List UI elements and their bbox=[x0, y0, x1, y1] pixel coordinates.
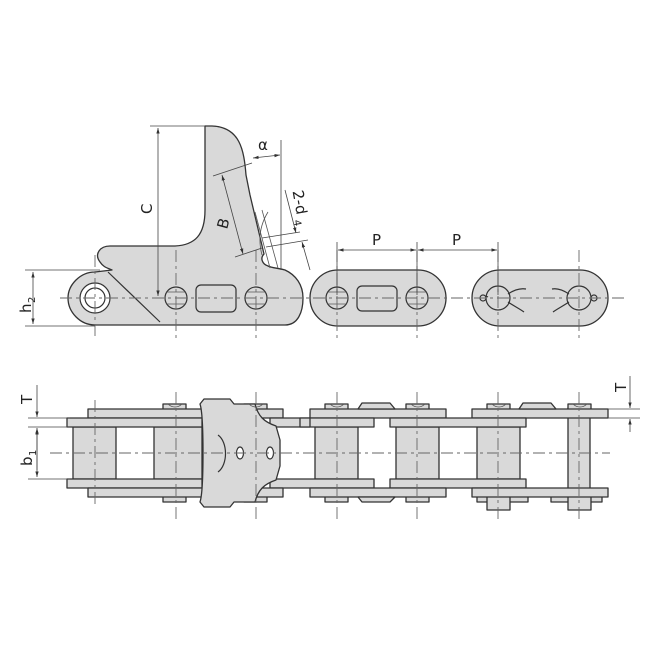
svg-text:b: b bbox=[18, 456, 36, 466]
label-alpha: α bbox=[258, 136, 268, 154]
label-P1: P bbox=[372, 231, 381, 249]
label-2-d4: 2-d 4 bbox=[289, 189, 311, 227]
label-C: C bbox=[138, 204, 156, 214]
side-view: C B α 2-d 4 P P h 2 bbox=[17, 125, 625, 340]
svg-text:2: 2 bbox=[27, 297, 38, 303]
top-view: T b 1 T bbox=[18, 376, 640, 520]
label-T-left: T bbox=[18, 394, 36, 405]
inner-plate bbox=[66, 417, 203, 428]
svg-text:1: 1 bbox=[28, 450, 39, 456]
svg-text:h: h bbox=[17, 303, 35, 313]
slot bbox=[195, 284, 237, 313]
label-B: B bbox=[214, 216, 234, 231]
svg-text:2-d: 2-d bbox=[289, 189, 311, 216]
label-b1: b 1 bbox=[18, 450, 39, 466]
label-P2: P bbox=[452, 231, 461, 249]
svg-text:4: 4 bbox=[291, 219, 303, 227]
attachment-link bbox=[67, 125, 304, 326]
label-T-right: T bbox=[612, 382, 630, 393]
label-h2: h 2 bbox=[17, 297, 38, 313]
